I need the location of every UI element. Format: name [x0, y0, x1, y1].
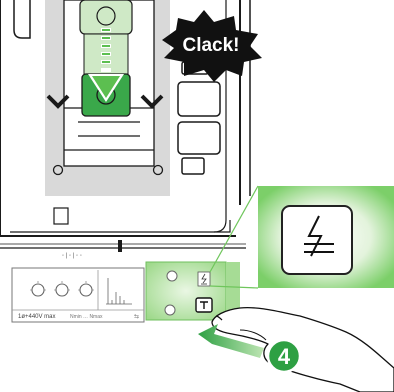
clack-callout: Clack! — [162, 10, 262, 82]
step-badge: 4 — [268, 340, 300, 372]
svg-text:◦ | ◦ | ◦ ◦: ◦ | ◦ | ◦ ◦ — [62, 253, 82, 259]
lower-module-row: ◦ | ◦ | ◦ ◦ — [0, 208, 246, 259]
earth-zoom-box — [258, 186, 394, 288]
svg-text:⇆: ⇆ — [134, 313, 139, 320]
step-number: 4 — [278, 344, 291, 369]
voltage-label: 1ø+440V max — [18, 314, 56, 320]
control-module: 1ø+440V max Nmin … Nmax ⇆ — [12, 268, 144, 322]
clack-text: Clack! — [182, 35, 239, 56]
test-button[interactable] — [196, 298, 212, 312]
range-label: Nmin … Nmax — [70, 314, 103, 320]
